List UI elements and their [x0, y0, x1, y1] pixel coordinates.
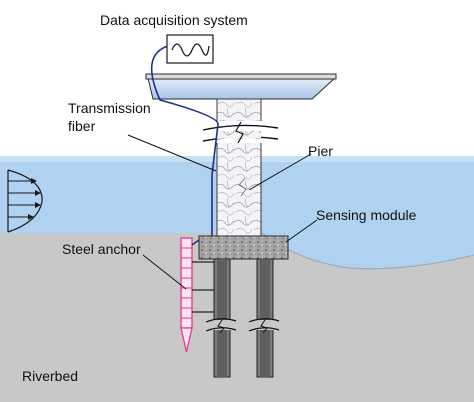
leader-lines: [127, 134, 318, 290]
label-riverbed: Riverbed: [22, 368, 78, 384]
foundation-piles: [205, 258, 280, 378]
riverbed: [0, 233, 474, 402]
pier-column: [216, 98, 262, 237]
scour-hole-outline: [261, 232, 474, 270]
label-pier: Pier: [308, 143, 333, 159]
flow-velocity-profile-icon: [7, 169, 43, 233]
label-sensing-module: Sensing module: [316, 207, 417, 223]
deck-platform: [145, 73, 337, 100]
label-transmission-line1: Transmission: [68, 100, 151, 116]
label-data-acquisition-system: Data acquisition system: [100, 12, 248, 28]
label-steel-anchor: Steel anchor: [62, 241, 141, 257]
transmission-fiber: [150, 45, 219, 246]
waveform-monitor-icon: [166, 34, 214, 64]
steel-anchor: [180, 237, 214, 353]
label-transmission-line2: fiber: [68, 118, 96, 134]
pier-break-marks: [202, 121, 279, 197]
pile-cap: [198, 235, 289, 260]
